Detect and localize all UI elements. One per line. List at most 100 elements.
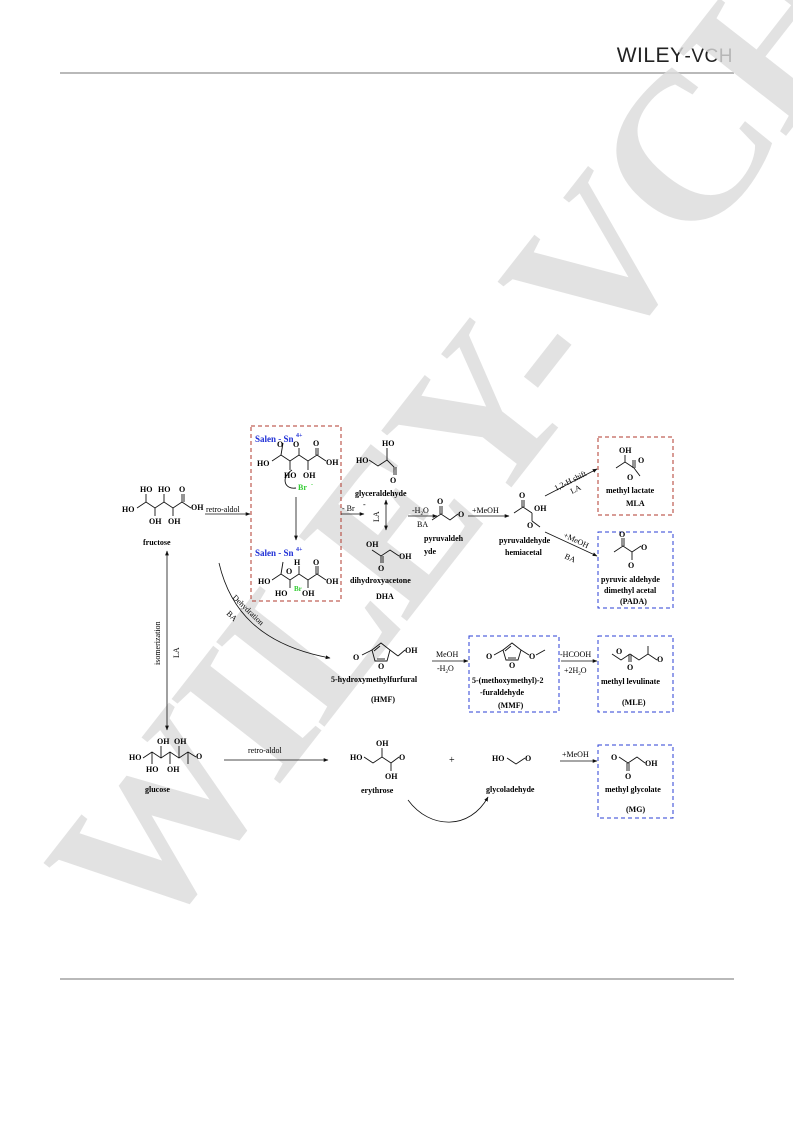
pada-name-label-2: dimethyl acetal	[604, 586, 657, 595]
mmf-name-label-1: 5-(methoxymethyl)-2	[472, 676, 544, 685]
hmf-abbr-label: (HMF)	[371, 695, 395, 704]
svg-text:HO: HO	[122, 505, 134, 514]
svg-text:O: O	[625, 772, 631, 781]
svg-text:O: O	[196, 752, 202, 761]
svg-text:O: O	[378, 564, 384, 573]
svg-text:O: O	[525, 754, 531, 763]
svg-text:HO: HO	[492, 754, 504, 763]
svg-text:HO: HO	[146, 765, 158, 774]
svg-text:HO: HO	[258, 577, 270, 586]
svg-text:O: O	[313, 439, 319, 448]
hmf-name-label: 5-hydroxymethylfurfural	[331, 675, 418, 684]
svg-text:O: O	[458, 510, 464, 519]
svg-text:OH: OH	[167, 765, 180, 774]
salen-label-top: Salen - Sn	[255, 434, 294, 444]
svg-text:OH: OH	[174, 737, 187, 746]
mla-abbr-label: MLA	[626, 499, 645, 508]
retro-aldol-label-2: retro-aldol	[248, 746, 283, 755]
svg-text:OH: OH	[168, 517, 181, 526]
mla-name-label: methyl lactate	[606, 486, 655, 495]
hcooh-label: -HCOOH	[560, 650, 591, 659]
svg-text:OH: OH	[149, 517, 162, 526]
header-rule	[60, 72, 734, 74]
plus-meoh-label-2: +MeOH	[562, 531, 590, 551]
plus-2h2o-label: +2H2O	[564, 666, 587, 677]
svg-text:O: O	[286, 567, 292, 576]
dha-structure: OH O OH	[366, 540, 412, 573]
plus-meoh-label-1: +MeOH	[472, 506, 499, 515]
br-label-top: Br	[298, 483, 307, 492]
mmf-structure: O O O	[486, 642, 546, 670]
mle-name-label: methyl levulinate	[601, 677, 660, 686]
svg-text:OH: OH	[303, 471, 316, 480]
svg-text:HO: HO	[356, 456, 368, 465]
svg-text:OH: OH	[326, 577, 339, 586]
svg-text:OH: OH	[366, 540, 379, 549]
svg-text:O: O	[293, 440, 299, 449]
mg-name-label: methyl glycolate	[605, 785, 661, 794]
salen-intermediate-top: Salen - Sn 4+ HO HO OH O OH O O Br -	[255, 433, 339, 492]
svg-text:OH: OH	[405, 646, 418, 655]
brand-main: WILEY	[616, 44, 685, 67]
svg-text:OH: OH	[326, 458, 339, 467]
pada-name-label-1: pyruvic aldehyde	[601, 575, 660, 584]
svg-text:OH: OH	[645, 759, 658, 768]
mle-box	[597, 635, 674, 713]
svg-text:HO: HO	[284, 471, 296, 480]
glycolaldehyde-label: glycoladehyde	[486, 785, 535, 794]
la-shift-label: LA	[569, 483, 583, 496]
pada-structure: O O O	[613, 530, 647, 570]
ba-label-3: BA	[225, 609, 239, 623]
svg-text:-: -	[311, 482, 313, 488]
mmf-box	[468, 635, 560, 713]
hemiacetal-label-2: hemiacetal	[505, 548, 543, 557]
pada-abbr-label: (PADA)	[620, 597, 647, 606]
svg-text:O: O	[641, 543, 647, 552]
svg-text:O: O	[378, 662, 384, 671]
svg-text:OH: OH	[619, 446, 632, 455]
svg-text:O: O	[627, 663, 633, 672]
svg-text:O: O	[437, 497, 443, 506]
mg-structure: O O OH	[611, 753, 658, 781]
dehydration-label: Dehydration	[231, 593, 266, 627]
hemiacetal-structure: O OH O	[513, 491, 547, 530]
svg-text:O: O	[313, 558, 319, 567]
svg-text:OH: OH	[191, 503, 204, 512]
pyruvaldehyde-structure: O O	[431, 497, 464, 521]
pyruvaldehyde-label-2: yde	[424, 547, 436, 556]
wiley-vch-logo: WILEY-VCH	[617, 44, 733, 68]
svg-text:O: O	[519, 491, 525, 500]
svg-text:O: O	[627, 473, 633, 482]
svg-text:O: O	[529, 652, 535, 661]
mla-structure: OH O O	[615, 446, 644, 482]
svg-text:O: O	[616, 647, 622, 656]
hemiacetal-label-1: pyruvaldehyde	[499, 536, 551, 545]
svg-text:HO: HO	[140, 485, 152, 494]
brand-suffix: -VCH	[684, 46, 733, 67]
svg-text:O: O	[611, 753, 617, 762]
svg-text:HO: HO	[129, 753, 141, 762]
mle-structure: O O O	[611, 646, 663, 672]
mg-box	[597, 744, 674, 819]
la-vertical-label: LA	[372, 511, 381, 522]
ba-label-2: BA	[563, 552, 577, 565]
salen-intermediate-box	[250, 425, 342, 602]
svg-text:O: O	[638, 456, 644, 465]
svg-text:OH: OH	[385, 772, 398, 781]
mg-abbr-label: (MG)	[626, 805, 645, 814]
glucose-structure: HO OH OH HO OH O	[129, 737, 202, 774]
svg-text:HO: HO	[382, 439, 394, 448]
svg-text:4+: 4+	[296, 433, 303, 439]
svg-text:OH: OH	[376, 739, 389, 748]
svg-text:4+: 4+	[296, 547, 303, 553]
svg-text:O: O	[509, 661, 515, 670]
glycolaldehyde-structure: HO O	[492, 754, 531, 765]
plus-meoh-label-3: +MeOH	[562, 750, 589, 759]
br-label-bottom: Br	[294, 585, 302, 593]
svg-text:O: O	[179, 485, 185, 494]
svg-text:O: O	[619, 530, 625, 539]
mla-box	[597, 436, 674, 516]
fructose-structure: HO HO OH HO OH O OH	[122, 485, 204, 526]
svg-text:O: O	[486, 652, 492, 661]
